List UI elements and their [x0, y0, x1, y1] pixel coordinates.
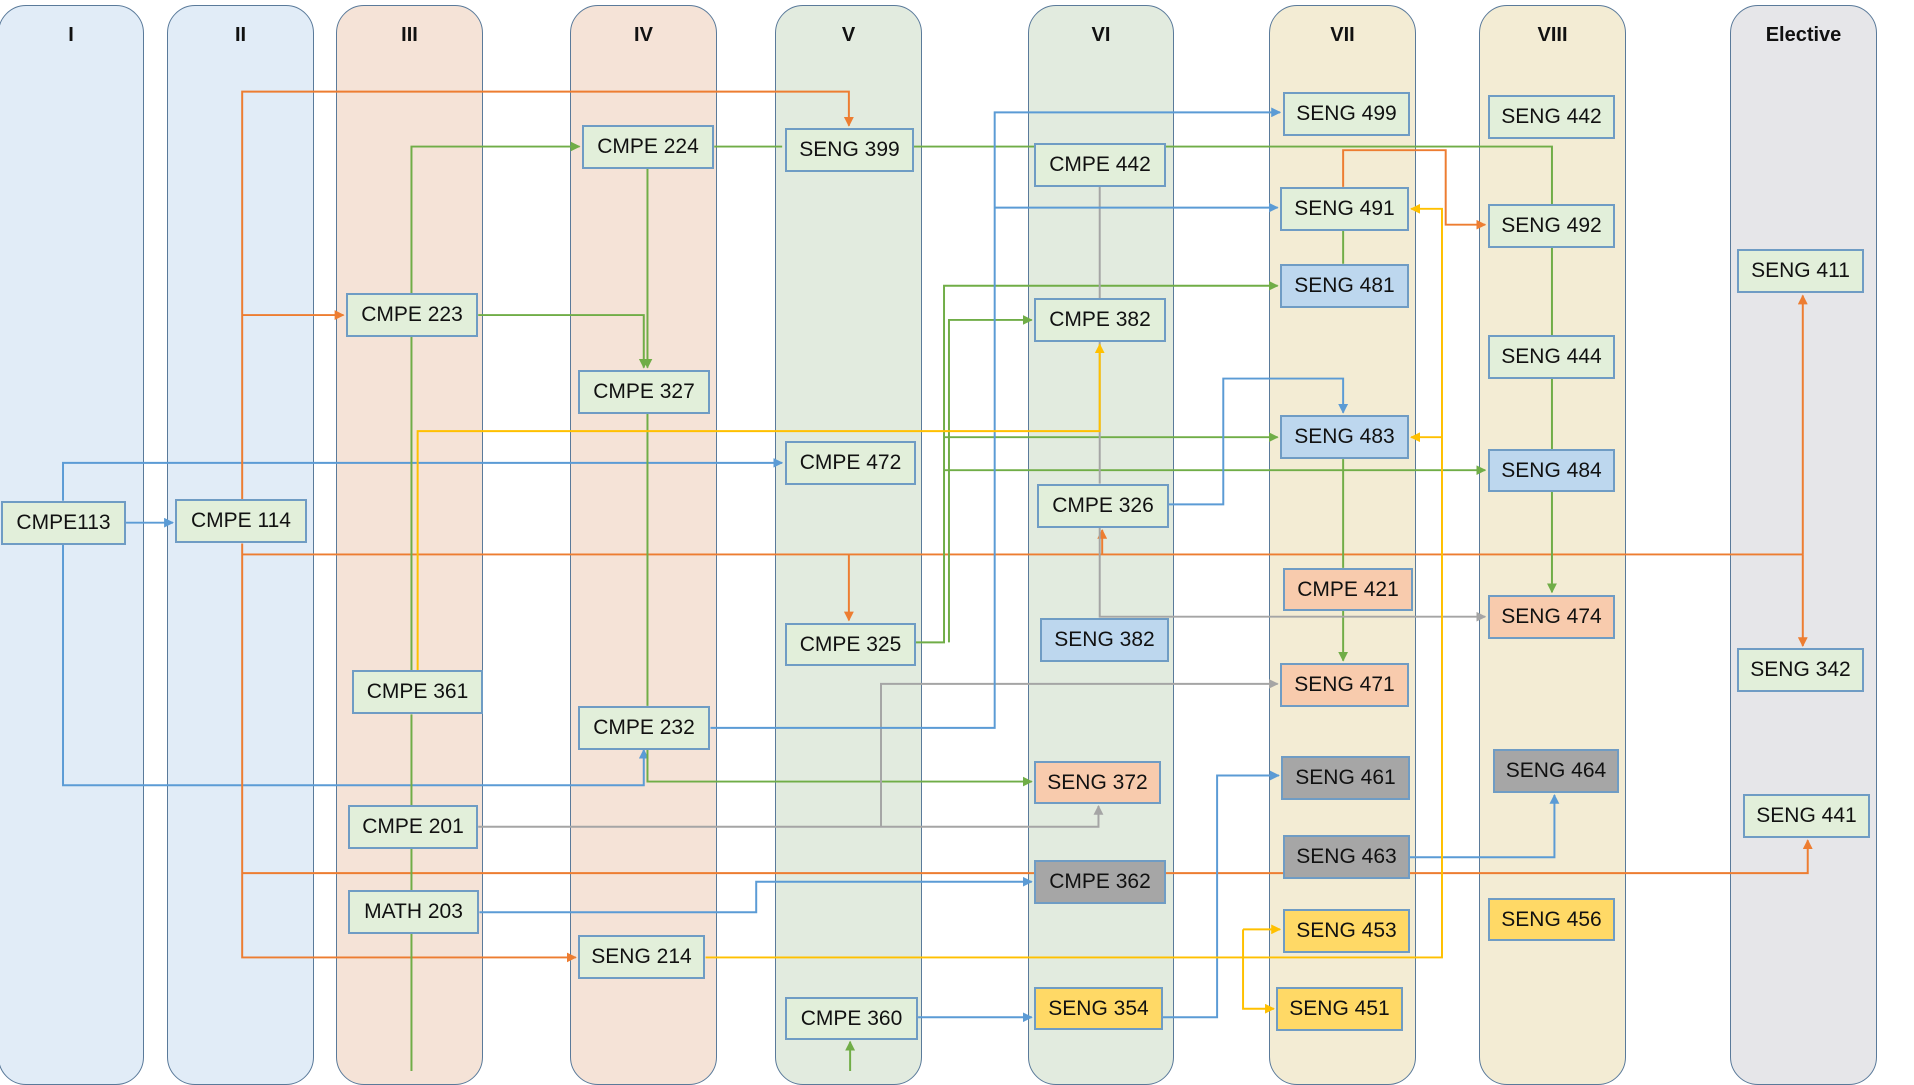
semester-label-v: V [841, 24, 856, 46]
prerequisite-arrow-36 [1168, 377, 1349, 506]
prerequisite-arrow-40 [1409, 794, 1560, 859]
prerequisite-arrow-42 [705, 203, 1443, 959]
course-seng451: SENG 451 [1276, 987, 1403, 1031]
course-seng399: SENG 399 [785, 128, 914, 172]
prerequisite-arrow-22 [947, 315, 1033, 643]
course-seng444: SENG 444 [1488, 335, 1615, 379]
prerequisite-arrow-37 [479, 876, 1033, 914]
prerequisite-arrow-21 [915, 280, 1279, 644]
course-seng411: SENG 411 [1737, 249, 1864, 293]
semester-label-iv: IV [634, 24, 653, 46]
course-seng471: SENG 471 [1280, 663, 1409, 707]
prerequisite-arrow-39 [1162, 770, 1280, 1019]
prerequisite-arrow-6 [241, 543, 577, 963]
prerequisite-arrow-13 [410, 141, 581, 671]
course-seng474: SENG 474 [1488, 595, 1615, 639]
course-seng354: SENG 354 [1034, 987, 1163, 1030]
course-cmpe361: CMPE 361 [352, 670, 483, 714]
course-cmpe382: CMPE 382 [1034, 298, 1166, 342]
semester-label-elective: Elective [1765, 24, 1842, 46]
prerequisite-arrow-2 [62, 544, 649, 787]
course-seng453: SENG 453 [1283, 909, 1410, 953]
prerequisite-arrow-15 [478, 314, 649, 369]
course-math203: MATH 203 [348, 890, 479, 934]
semester-column-i: I [0, 5, 144, 1085]
prerequisite-arrow-41 [416, 343, 1105, 671]
course-seng342: SENG 342 [1737, 648, 1864, 692]
course-cmpe224: CMPE 224 [582, 125, 714, 169]
course-seng456: SENG 456 [1488, 898, 1615, 941]
prerequisite-arrow-20 [646, 749, 1033, 787]
course-cmpe232: CMPE 232 [578, 706, 710, 750]
prerequisite-arrow-31 [1098, 527, 1487, 622]
course-cmpe472: CMPE 472 [785, 441, 916, 485]
course-cmpe113: CMPE113 [1, 501, 126, 545]
course-seng492: SENG 492 [1488, 204, 1615, 248]
course-seng214: SENG 214 [578, 935, 705, 979]
prerequisite-arrow-32 [478, 805, 1104, 828]
course-seng481: SENG 481 [1280, 264, 1409, 308]
semester-column-iv: IV [570, 5, 717, 1085]
semester-label-viii: VIII [1537, 24, 1568, 46]
prerequisite-arrow-7 [242, 839, 1813, 875]
course-seng463: SENG 463 [1283, 835, 1410, 879]
course-cmpe360: CMPE 360 [785, 997, 918, 1040]
prerequisite-arrow-3 [62, 457, 784, 501]
semester-label-iii: III [401, 24, 418, 46]
course-cmpe114: CMPE 114 [175, 499, 307, 543]
prerequisite-arrow-33 [880, 678, 1279, 827]
semester-label-vii: VII [1330, 24, 1355, 46]
prerequisite-arrow-46 [1342, 149, 1487, 230]
course-seng499: SENG 499 [1283, 92, 1410, 136]
course-cmpe325: CMPE 325 [785, 623, 916, 666]
prerequisite-arrow-34 [710, 107, 1282, 729]
prerequisite-arrow-44 [1242, 929, 1275, 1014]
prerequisite-arrow-18 [913, 145, 1557, 594]
course-seng483: SENG 483 [1280, 415, 1409, 459]
course-seng491: SENG 491 [1280, 187, 1409, 231]
prerequisite-arrow-4 [241, 90, 854, 500]
course-cmpe442: CMPE 442 [1034, 143, 1166, 187]
course-cmpe326: CMPE 326 [1037, 484, 1169, 528]
semester-label-vi: VI [1091, 24, 1111, 46]
course-seng441: SENG 441 [1743, 794, 1870, 838]
course-cmpe327: CMPE 327 [578, 370, 710, 414]
course-seng382: SENG 382 [1040, 618, 1169, 662]
course-seng464: SENG 464 [1493, 749, 1619, 793]
course-cmpe421: CMPE 421 [1283, 568, 1413, 611]
semester-label-i: I [68, 24, 74, 46]
course-seng372: SENG 372 [1034, 761, 1161, 804]
semester-column-ii: II [167, 5, 314, 1085]
course-cmpe201: CMPE 201 [348, 805, 478, 849]
semester-label-ii: II [234, 24, 247, 46]
course-cmpe223: CMPE 223 [346, 293, 478, 337]
course-cmpe362: CMPE 362 [1034, 860, 1166, 904]
semester-column-v: V [775, 5, 922, 1085]
course-seng461: SENG 461 [1281, 756, 1410, 800]
course-seng484: SENG 484 [1488, 449, 1615, 492]
course-seng442: SENG 442 [1488, 95, 1615, 139]
